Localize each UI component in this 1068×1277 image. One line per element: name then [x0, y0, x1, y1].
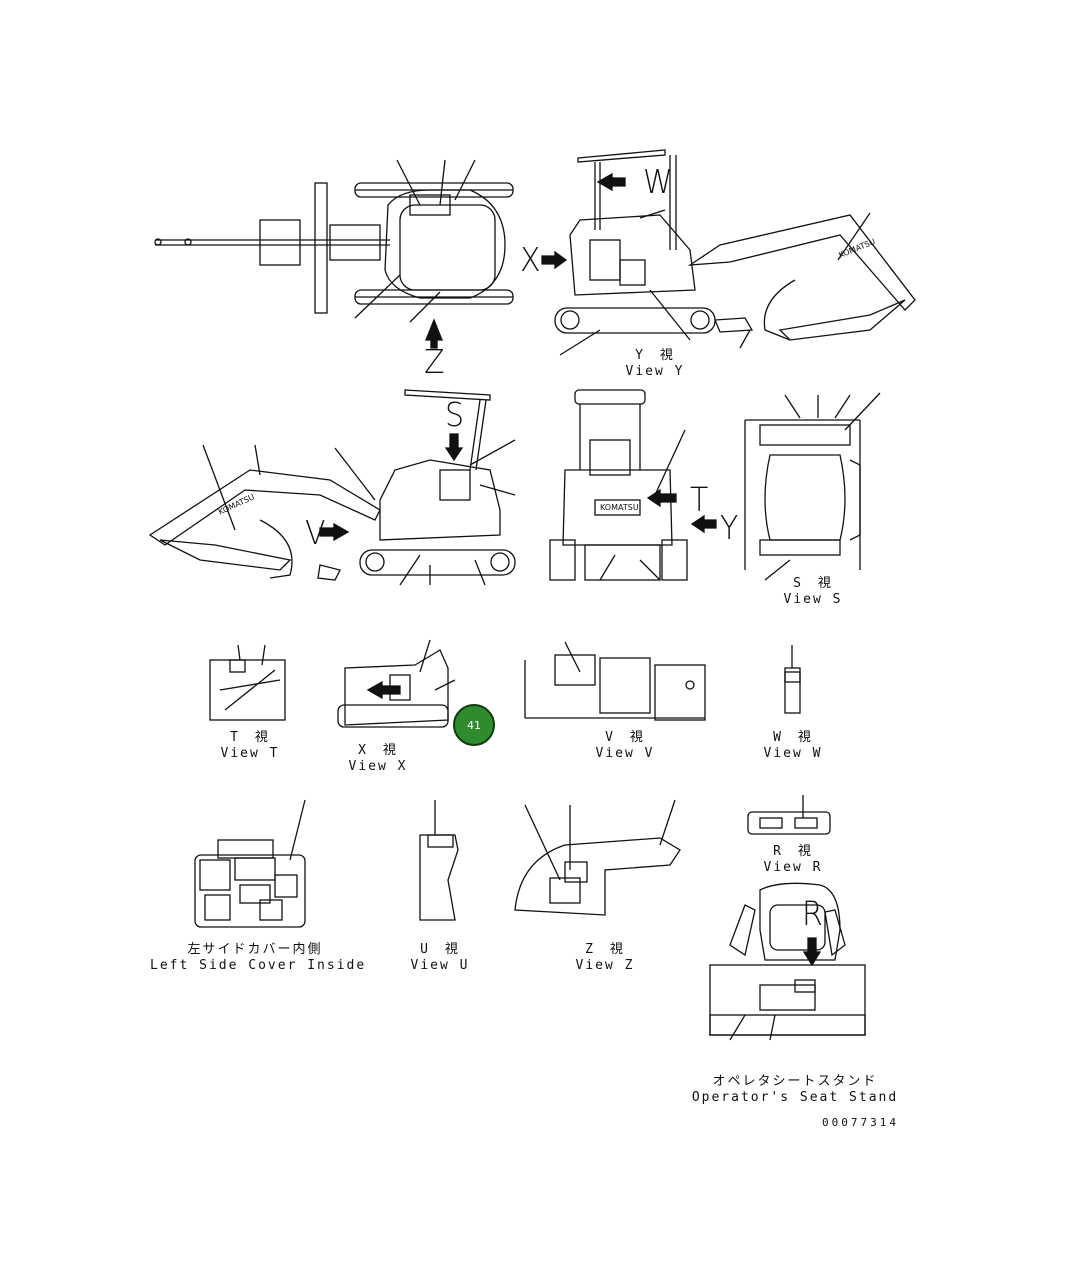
view-s-en: View S	[783, 592, 843, 607]
brand-text-rear: KOMATSU	[600, 503, 639, 512]
view-x-en: View X	[348, 759, 408, 774]
brand-text-boom-right: KOMATSU	[837, 237, 876, 260]
letter-y: Y	[720, 509, 739, 548]
view-t-caption: T 視 View T	[205, 730, 295, 762]
view-r-caption: R 視 View R	[748, 844, 838, 876]
view-u-jp: U 視	[420, 942, 460, 957]
left-cover-en: Left Side Cover Inside	[150, 958, 367, 973]
view-t-detail	[209, 644, 286, 721]
view-u-detail	[419, 800, 459, 921]
view-y-en: View Y	[625, 364, 685, 379]
letter-s: S	[445, 396, 465, 435]
view-w-detail	[784, 645, 801, 714]
view-t-en: View T	[220, 746, 280, 761]
letter-v: V	[305, 514, 326, 553]
view-r-detail	[747, 795, 831, 835]
view-u-en: View U	[410, 958, 470, 973]
view-v-detail	[524, 641, 706, 721]
seat-stand-detail	[709, 882, 866, 1041]
left-cover-jp: 左サイドカバー内側	[187, 942, 323, 957]
view-x-caption: X 視 View X	[333, 743, 423, 775]
letter-w: W	[643, 163, 673, 202]
seat-stand-en: Operator's Seat Stand	[691, 1090, 899, 1105]
view-v-en: View V	[595, 746, 655, 761]
letter-z: Z	[424, 343, 445, 382]
seat-stand-jp: オペレタシートスタンド	[712, 1074, 878, 1089]
side-view-right	[541, 149, 916, 356]
view-x-jp: X 視	[358, 743, 398, 758]
view-s-jp: S 視	[793, 576, 833, 591]
view-t-jp: T 視	[230, 730, 270, 745]
view-z-caption: Z 視 View Z	[560, 942, 650, 974]
top-view-excavator	[154, 159, 514, 349]
view-y-jp: Y 視	[635, 348, 675, 363]
drawing-code: 00077314	[822, 1116, 899, 1129]
view-w-jp: W 視	[773, 730, 813, 745]
view-v-caption: V 視 View V	[580, 730, 670, 762]
view-r-en: View R	[763, 860, 823, 875]
view-z-detail	[514, 799, 681, 916]
view-u-caption: U 視 View U	[395, 942, 485, 974]
left-cover-caption: 左サイドカバー内側 Left Side Cover Inside	[150, 942, 367, 974]
view-s-detail	[744, 392, 881, 581]
view-y-caption: Y 視 View Y	[610, 348, 700, 380]
left-side-cover-detail	[194, 799, 306, 928]
letter-x: X	[520, 241, 541, 280]
view-w-caption: W 視 View W	[748, 730, 838, 762]
view-z-jp: Z 視	[585, 942, 625, 957]
view-s-caption: S 視 View S	[768, 576, 858, 608]
rear-view	[549, 389, 717, 581]
view-w-en: View W	[763, 746, 823, 761]
view-z-en: View Z	[575, 958, 635, 973]
view-v-jp: V 視	[605, 730, 645, 745]
letter-t: T	[690, 481, 709, 520]
view-x-detail	[337, 639, 456, 728]
letter-r: R	[802, 895, 823, 934]
callout-badge[interactable]: 41	[453, 704, 495, 746]
side-view-left	[148, 389, 516, 586]
view-r-jp: R 視	[773, 844, 813, 859]
seat-stand-caption: オペレタシートスタンド Operator's Seat Stand	[690, 1074, 900, 1106]
